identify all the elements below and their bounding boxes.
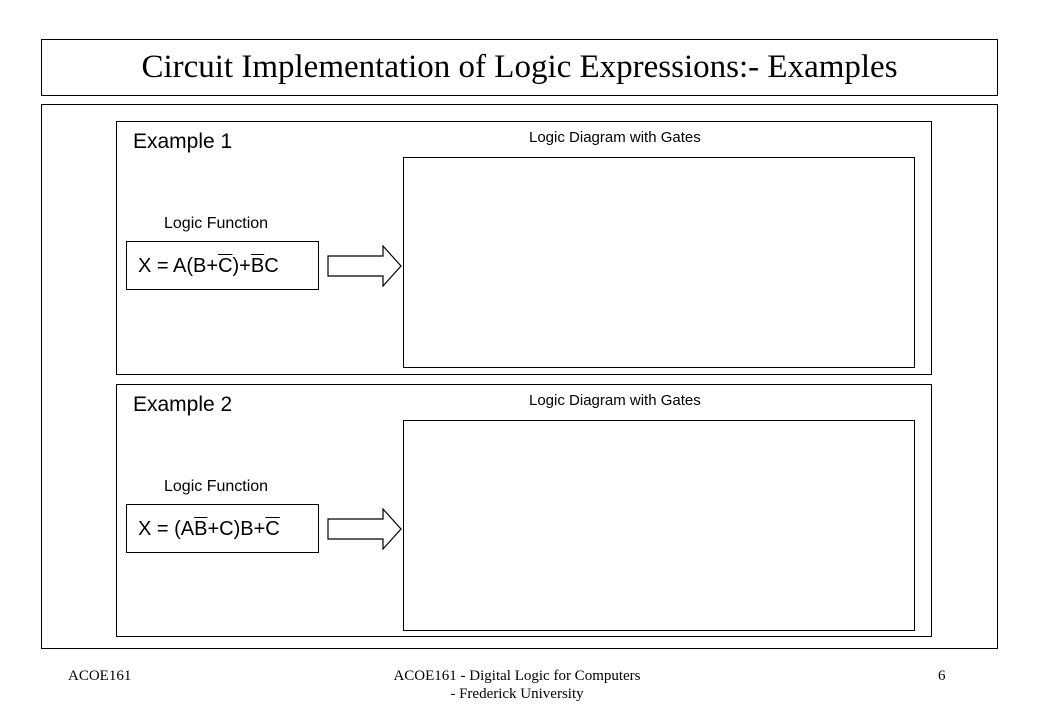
complemented-term: B bbox=[250, 255, 265, 277]
logic-function-box: X = A(B+C)+BC bbox=[126, 241, 319, 290]
expression-term: X = (A bbox=[138, 518, 195, 540]
right-arrow-icon bbox=[327, 508, 402, 550]
slide-title: Circuit Implementation of Logic Expressi… bbox=[141, 49, 898, 85]
complemented-term: C bbox=[218, 255, 233, 277]
page-number: 6 bbox=[938, 668, 946, 684]
footer-line-1: ACOE161 - Digital Logic for Computers bbox=[393, 668, 641, 684]
example-panel-1: Example 1 Logic Diagram with Gates Logic… bbox=[116, 121, 932, 375]
example-label: Example 2 bbox=[133, 393, 233, 416]
logic-function-box: X = (AB+C)B+C bbox=[126, 504, 319, 553]
logic-diagram-area bbox=[403, 420, 915, 631]
footer-line-2: - Frederick University bbox=[450, 686, 584, 702]
logic-expression: X = (AB+C)B+C bbox=[138, 516, 280, 542]
diagram-label: Logic Diagram with Gates bbox=[529, 392, 701, 409]
footer-course-code: ACOE161 bbox=[68, 668, 132, 684]
complemented-term: C bbox=[265, 518, 280, 540]
footer-course-title: ACOE161 - Digital Logic for Computers - … bbox=[342, 667, 692, 703]
expression-term: C bbox=[264, 255, 279, 277]
expression-term: +C)B+ bbox=[207, 518, 266, 540]
function-label: Logic Function bbox=[164, 215, 269, 232]
example-panel-2: Example 2 Logic Diagram with Gates Logic… bbox=[116, 384, 932, 637]
function-label: Logic Function bbox=[164, 478, 269, 495]
expression-term: )+ bbox=[232, 255, 251, 277]
expression-term: X = A(B+ bbox=[138, 255, 219, 277]
diagram-label: Logic Diagram with Gates bbox=[529, 129, 701, 146]
right-arrow-icon bbox=[327, 245, 402, 287]
title-box: Circuit Implementation of Logic Expressi… bbox=[41, 39, 998, 96]
complemented-term: B bbox=[194, 518, 208, 540]
logic-expression: X = A(B+C)+BC bbox=[138, 253, 279, 279]
content-frame bbox=[41, 104, 998, 649]
example-label: Example 1 bbox=[133, 130, 233, 153]
logic-diagram-area bbox=[403, 157, 915, 368]
